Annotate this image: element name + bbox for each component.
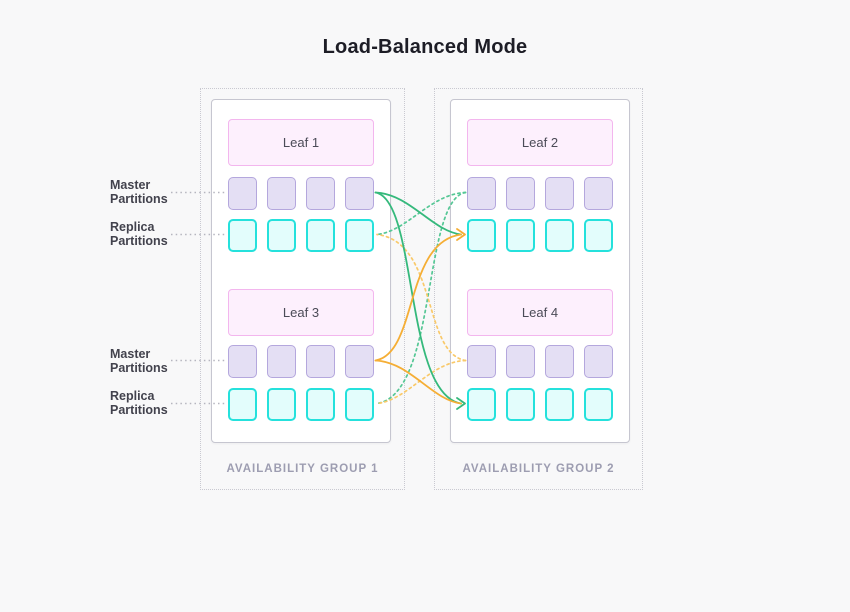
- replica-partition-box: [584, 219, 613, 252]
- replica-partition-box: [584, 388, 613, 421]
- diagram-title: Load-Balanced Mode: [322, 36, 528, 58]
- master-partition-box: [228, 177, 257, 210]
- replica-partition-box: [467, 388, 496, 421]
- replica-partition-box: [306, 219, 335, 252]
- replica-partition-box: [267, 388, 296, 421]
- master-partition-box: [267, 345, 296, 378]
- leaf-2-name: Leaf 2: [521, 135, 559, 150]
- master-partition-box: [345, 177, 374, 210]
- master-partition-box: [306, 345, 335, 378]
- leaf-2-header: Leaf 2: [467, 119, 613, 166]
- replica-partition-box: [228, 388, 257, 421]
- master-partition-box: [545, 345, 574, 378]
- leaf-4-replica-partition-row: [467, 388, 613, 421]
- master-partition-box: [467, 345, 496, 378]
- leaf-3-name: Leaf 3: [282, 305, 320, 320]
- master-partitions-label-bottom: Master Partitions: [110, 347, 168, 375]
- master-partition-box: [584, 345, 613, 378]
- leaf-3-master-partition-row: [228, 345, 374, 378]
- replica-partition-box: [306, 388, 335, 421]
- leaf-3-replica-partition-row: [228, 388, 374, 421]
- leaf-1-name: Leaf 1: [282, 135, 320, 150]
- leaf-2-replica-partition-row: [467, 219, 613, 252]
- replica-partition-box: [467, 219, 496, 252]
- group-2-leaf-card: Leaf 2 Leaf 4: [450, 99, 630, 443]
- master-partition-box: [506, 345, 535, 378]
- replica-partition-box: [345, 388, 374, 421]
- master-partitions-label-top: Master Partitions: [110, 178, 168, 206]
- leaf-1-master-partition-row: [228, 177, 374, 210]
- replica-partitions-label-top: Replica Partitions: [110, 220, 168, 248]
- availability-group-1-label: AVAILABILITY GROUP 1: [226, 463, 379, 475]
- leaf-4-name: Leaf 4: [521, 305, 559, 320]
- replica-partition-box: [228, 219, 257, 252]
- group-1-leaf-card: Leaf 1 Leaf 3: [211, 99, 391, 443]
- leaf-3-header: Leaf 3: [228, 289, 374, 336]
- leaf-4-header: Leaf 4: [467, 289, 613, 336]
- leaf-1-header: Leaf 1: [228, 119, 374, 166]
- master-partition-box: [267, 177, 296, 210]
- master-partition-box: [228, 345, 257, 378]
- replica-partition-box: [545, 388, 574, 421]
- availability-group-2-label: AVAILABILITY GROUP 2: [462, 463, 615, 475]
- master-partition-box: [345, 345, 374, 378]
- master-partition-box: [545, 177, 574, 210]
- replica-partitions-label-bottom: Replica Partitions: [110, 389, 168, 417]
- replica-partition-box: [267, 219, 296, 252]
- leaf-1-replica-partition-row: [228, 219, 374, 252]
- replica-partition-box: [545, 219, 574, 252]
- leaf-4-master-partition-row: [467, 345, 613, 378]
- master-partition-box: [584, 177, 613, 210]
- replica-partition-box: [345, 219, 374, 252]
- master-partition-box: [306, 177, 335, 210]
- replica-partition-box: [506, 388, 535, 421]
- master-partition-box: [467, 177, 496, 210]
- replica-partition-box: [506, 219, 535, 252]
- leaf-2-master-partition-row: [467, 177, 613, 210]
- master-partition-box: [506, 177, 535, 210]
